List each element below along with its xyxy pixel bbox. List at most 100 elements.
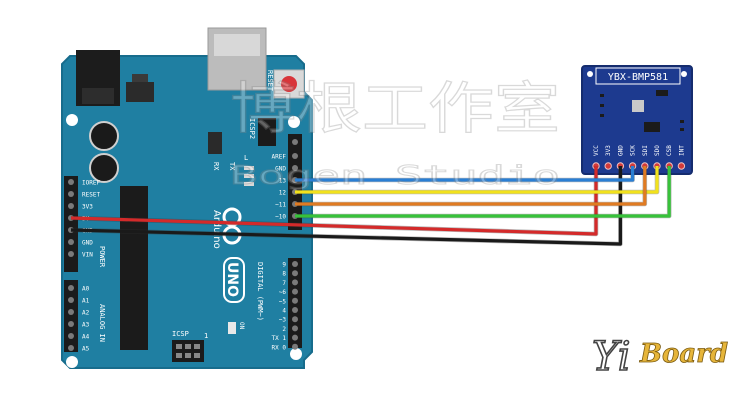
reset-button-cap[interactable] [281,76,297,92]
analog-pin-label: A2 [82,310,90,317]
sensor-regulator [644,122,660,132]
wires [70,166,672,247]
wire-13-to-sck [295,166,635,182]
digital-label: DIGITAL (PWM~) [256,262,264,321]
analog-pin-dots [68,285,74,351]
capacitor [89,121,119,151]
sensor-pin-int [677,162,686,170]
power-pin-vin [68,251,74,257]
usb-chip [208,132,222,154]
sensor-part [600,104,604,107]
watermark-chinese: 博根工作室 [230,77,560,142]
sensor-title: YBX-BMP581 [608,72,668,83]
sensor-part [680,120,684,123]
analog-pin-a0 [68,285,74,291]
wire-10-to-csb [295,166,671,218]
sensor-part [600,114,604,117]
mounting-hole [66,114,78,126]
sensor-pin-label: INT [678,145,685,156]
sensor-pin-label: VCC [593,145,600,156]
mounting-hole [66,356,78,368]
power-pin-3v3 [68,203,74,209]
arduino-brand: Arduino [211,210,222,249]
sensor-mounting-hole [681,71,687,77]
sensor-pin-label: CSB [666,145,673,156]
digital-pin-label: 8 [282,271,286,278]
icsp-pin1-label: 1 [204,332,208,340]
on-led [228,322,236,334]
reset-label: RESET [266,70,274,92]
usb-connector-inner [214,34,260,56]
digital-pin-label: RX 0 [272,344,287,351]
digital-pin-5 [292,297,298,304]
digital-pin-9 [292,261,298,267]
icsp2-header: ICSP2 [248,118,276,146]
digital-pin-7 [292,279,298,286]
header-pin-label: ~11 [275,202,286,209]
sensor-pin-label: SDI [642,145,649,156]
power-jack-inner [82,88,114,104]
tx-label: TX [228,162,236,171]
analog-pin-a4 [68,333,74,339]
analog-pin-label: A3 [82,322,90,329]
analog-pin-a5 [68,345,74,351]
digital-pin-2 [292,325,298,332]
voltage-regulator [126,82,154,102]
header-pin-label: 13 [279,178,287,185]
digital-pin-label: ~5 [279,298,287,305]
analog-pin-a3 [68,321,74,327]
smd-part [244,166,254,170]
header-pin-label: ~10 [275,214,286,221]
digital-pin-3 [292,316,298,323]
sensor-pin-label: GND [617,145,624,156]
header-pin-label: AREF [272,154,287,161]
power-pin-label: RESET [82,192,100,199]
power-label: POWER [98,246,106,268]
sensor-part [680,128,684,131]
logo-yi: Yi [592,334,631,380]
yiboard-logo: Yi Board [591,333,728,381]
power-pin-label: VIN [82,252,93,259]
sensor-pin-label: 3V3 [605,145,612,156]
logo-board: Board [639,339,728,369]
sensor-part [600,94,604,97]
power-pin-label: GND [82,240,93,247]
uno-label: UNO [224,262,240,297]
digital-pin-label: ~6 [279,289,287,296]
header-pin-label: 12 [279,190,287,197]
sensor-part [656,90,668,96]
icsp-header: ICSP 1 [172,330,208,362]
power-pin-ioref [68,179,74,185]
sensor-chip [632,100,644,112]
digital-pin-label: ~3 [279,317,287,324]
power-pin-label: 3V3 [82,204,93,211]
icsp-label: ICSP [172,330,189,338]
power-pin-gnd [68,239,74,245]
power-pin-reset [68,191,74,197]
microcontroller-chip [120,186,148,350]
digital-pin-4 [292,307,298,313]
top-header-pin-labels: AREF GND 13 12 ~11 ~10 [272,154,287,221]
analog-header [64,280,78,352]
analog-label: ANALOG IN [98,304,106,342]
l-label: L [244,154,248,162]
wire-5v-to-vcc [70,166,598,236]
sensor-pin-3v3 [604,162,612,170]
smd-part [244,182,254,186]
digital-pin-6 [292,288,298,295]
rx-label: RX [212,162,220,171]
header-pin-gnd [292,165,298,171]
header-pin-label: GND [275,166,286,173]
smd-part [244,174,254,178]
header-pin-aref [292,153,298,159]
analog-pin-label: A0 [82,286,90,293]
digital-pin-label: TX 1 [272,335,287,342]
digital-pin-8 [292,270,298,277]
power-pin-label: IOREF [82,180,100,187]
analog-pin-a2 [68,309,74,315]
analog-pin-a1 [68,297,74,303]
digital-pin-tx-1 [292,334,298,341]
digital-pin-rx-0 [292,343,298,350]
